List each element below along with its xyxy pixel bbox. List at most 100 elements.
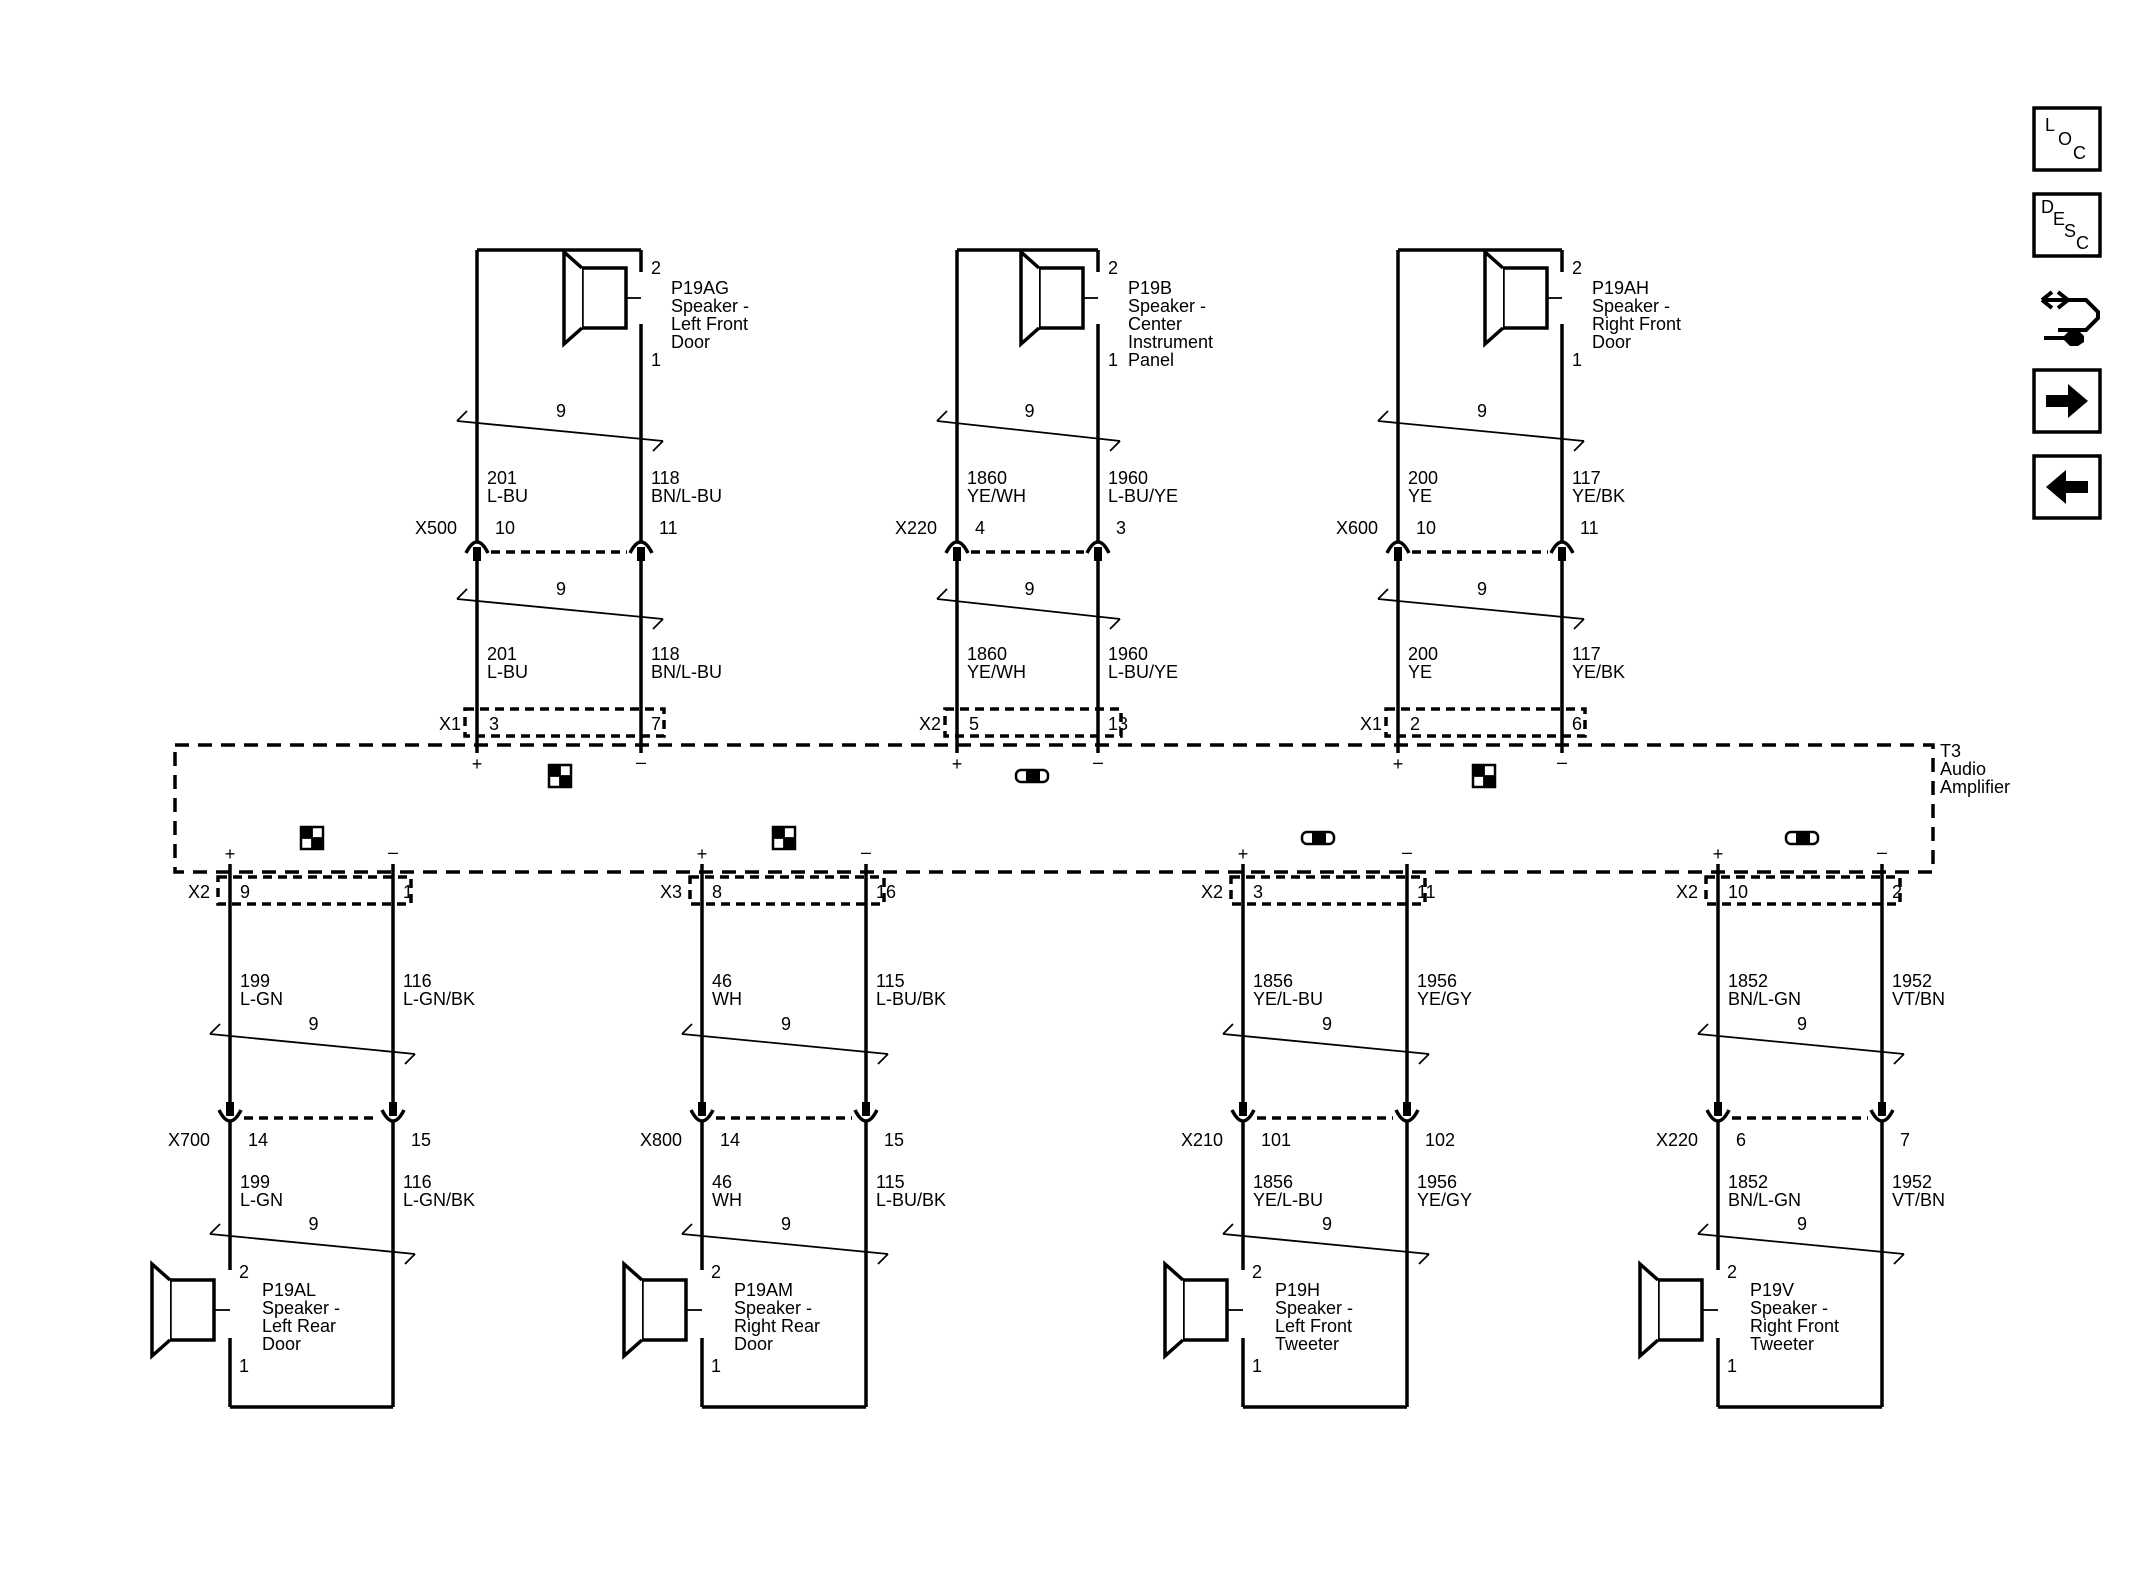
twisted-pair-lower: 9 bbox=[1222, 1214, 1430, 1265]
speaker-description-line: Speaker - bbox=[734, 1298, 812, 1318]
amplifier-connector-outline bbox=[1704, 875, 1902, 906]
location-button[interactable]: L O C bbox=[2032, 106, 2102, 172]
speaker-description-line: Door bbox=[262, 1334, 301, 1354]
inline-connector-negative bbox=[853, 1102, 879, 1123]
polarity-minus: – bbox=[636, 752, 646, 772]
inline-connector-pin-positive: 101 bbox=[1261, 1130, 1291, 1150]
inline-connector-pin-positive: 4 bbox=[975, 518, 985, 538]
twisted-pair-line bbox=[456, 598, 664, 620]
description-button-letter-s: S bbox=[2064, 221, 2076, 241]
twisted-pair-line bbox=[681, 1033, 889, 1055]
next-page-button[interactable] bbox=[2032, 368, 2102, 434]
speaker-symbol bbox=[1638, 1260, 1704, 1360]
twisted-pair-label: 9 bbox=[1024, 579, 1034, 599]
description-button-frame[interactable] bbox=[2032, 192, 2102, 258]
inline-connector-pin-positive: 10 bbox=[1416, 518, 1436, 538]
inline-connector-positive bbox=[464, 540, 490, 561]
arrow-right-icon bbox=[2056, 290, 2070, 310]
twisted-pair-tick-left bbox=[456, 588, 468, 600]
speaker-magnet bbox=[1501, 266, 1549, 330]
inline-connector-pin-positive: 14 bbox=[248, 1130, 268, 1150]
negative-wire-color: VT/BN bbox=[1892, 989, 1945, 1009]
speaker-id: P19AM bbox=[734, 1280, 793, 1300]
negative-wire-color: L-BU/YE bbox=[1108, 486, 1178, 506]
speaker-symbol bbox=[1019, 248, 1085, 348]
connector-female-arc bbox=[1549, 540, 1575, 554]
twisted-pair-label: 9 bbox=[781, 1014, 791, 1034]
connector-outline-icon bbox=[2044, 298, 2100, 332]
negative-wire-color: YE/BK bbox=[1572, 662, 1625, 682]
twisted-pair-line bbox=[936, 420, 1121, 442]
polarity-plus: + bbox=[952, 754, 963, 774]
speaker-pin-negative: 1 bbox=[1727, 1356, 1737, 1376]
speaker-cone bbox=[1163, 1260, 1185, 1360]
negative-wire-color: YE/BK bbox=[1572, 486, 1625, 506]
speaker-pin-positive: 2 bbox=[1572, 258, 1582, 278]
connector-pin bbox=[862, 1102, 870, 1116]
positive-wire-color: YE bbox=[1408, 662, 1432, 682]
twisted-pair-upper: 9 bbox=[1222, 1014, 1430, 1065]
amplifier-pin-positive: 2 bbox=[1410, 714, 1420, 734]
inline-connector-pin-negative: 11 bbox=[659, 518, 678, 538]
speaker-description-line: Left Rear bbox=[262, 1316, 336, 1336]
inline-connector-pin-negative: 7 bbox=[1900, 1130, 1910, 1150]
amplifier-pin-negative: 11 bbox=[1417, 882, 1436, 902]
twisted-pair-upper: 9 bbox=[209, 1014, 416, 1065]
location-button-frame[interactable] bbox=[2032, 106, 2102, 172]
twisted-pair-tick-right bbox=[1573, 618, 1585, 630]
amplifier-connector-outline bbox=[688, 875, 886, 906]
speaker-id: P19AG bbox=[671, 278, 729, 298]
connector-pin bbox=[1094, 547, 1102, 561]
positive-wire-color: YE/L-BU bbox=[1253, 1190, 1323, 1210]
inline-connector-pin-positive: 14 bbox=[720, 1130, 740, 1150]
inline-connector-pin-positive: 6 bbox=[1736, 1130, 1746, 1150]
next-page-frame[interactable] bbox=[2032, 368, 2102, 434]
speaker-magnet bbox=[640, 1278, 688, 1342]
polarity-minus: – bbox=[861, 842, 871, 862]
speaker-magnet bbox=[1656, 1278, 1704, 1342]
positive-wire-color: YE/L-BU bbox=[1253, 989, 1323, 1009]
description-button[interactable]: D E S C bbox=[2032, 192, 2102, 258]
polarity-plus: + bbox=[1238, 844, 1249, 864]
amplifier-pin-positive: 3 bbox=[489, 714, 499, 734]
twisted-pair-upper: 9 bbox=[1377, 401, 1585, 452]
positive-wire-color: WH bbox=[712, 1190, 742, 1210]
inline-connector-negative bbox=[1085, 540, 1111, 561]
positive-wire-color: L-BU bbox=[487, 662, 528, 682]
speaker-description-line: Left Front bbox=[1275, 1316, 1352, 1336]
twisted-pair-lower: 9 bbox=[456, 579, 664, 630]
twisted-pair-tick-right bbox=[404, 1253, 416, 1265]
speaker-description-line: Panel bbox=[1128, 350, 1174, 370]
connector-pin bbox=[1394, 547, 1402, 561]
audio-amplifier: T3 Audio Amplifier bbox=[173, 741, 2010, 874]
speaker-description-line: Door bbox=[1592, 332, 1631, 352]
polarity-plus: + bbox=[1713, 844, 1724, 864]
inline-connector-name: X220 bbox=[895, 518, 937, 538]
negative-wire-color: BN/L-BU bbox=[651, 662, 722, 682]
twisted-pair-label: 9 bbox=[1024, 401, 1034, 421]
speaker-pin-negative: 1 bbox=[1252, 1356, 1262, 1376]
positive-wire-color: L-BU bbox=[487, 486, 528, 506]
inline-connector-name: X210 bbox=[1181, 1130, 1223, 1150]
amplifier-pin-negative: 6 bbox=[1572, 714, 1582, 734]
twisted-pair-line bbox=[209, 1233, 416, 1255]
twisted-pair-lower: 9 bbox=[1377, 579, 1585, 630]
grid-icon-cell bbox=[1474, 766, 1484, 776]
speaker-id: P19V bbox=[1750, 1280, 1794, 1300]
negative-wire-circuit: 115 bbox=[876, 1172, 905, 1192]
previous-page-button[interactable] bbox=[2032, 454, 2102, 520]
speaker-pin-positive: 2 bbox=[239, 1262, 249, 1282]
twisted-pair-line bbox=[1377, 598, 1585, 620]
inline-connector-pin-negative: 102 bbox=[1425, 1130, 1455, 1150]
positive-wire-circuit: 200 bbox=[1408, 468, 1438, 488]
amplifier-pin-positive: 9 bbox=[240, 882, 250, 902]
amplifier-id: T3 bbox=[1940, 741, 1961, 761]
negative-wire-circuit: 116 bbox=[403, 1172, 432, 1192]
connector-pin bbox=[389, 1102, 397, 1116]
connector-repair-icon[interactable] bbox=[2034, 280, 2100, 346]
twisted-pair-label: 9 bbox=[308, 1014, 318, 1034]
previous-page-frame[interactable] bbox=[2032, 454, 2102, 520]
twisted-pair-label: 9 bbox=[1322, 1214, 1332, 1234]
